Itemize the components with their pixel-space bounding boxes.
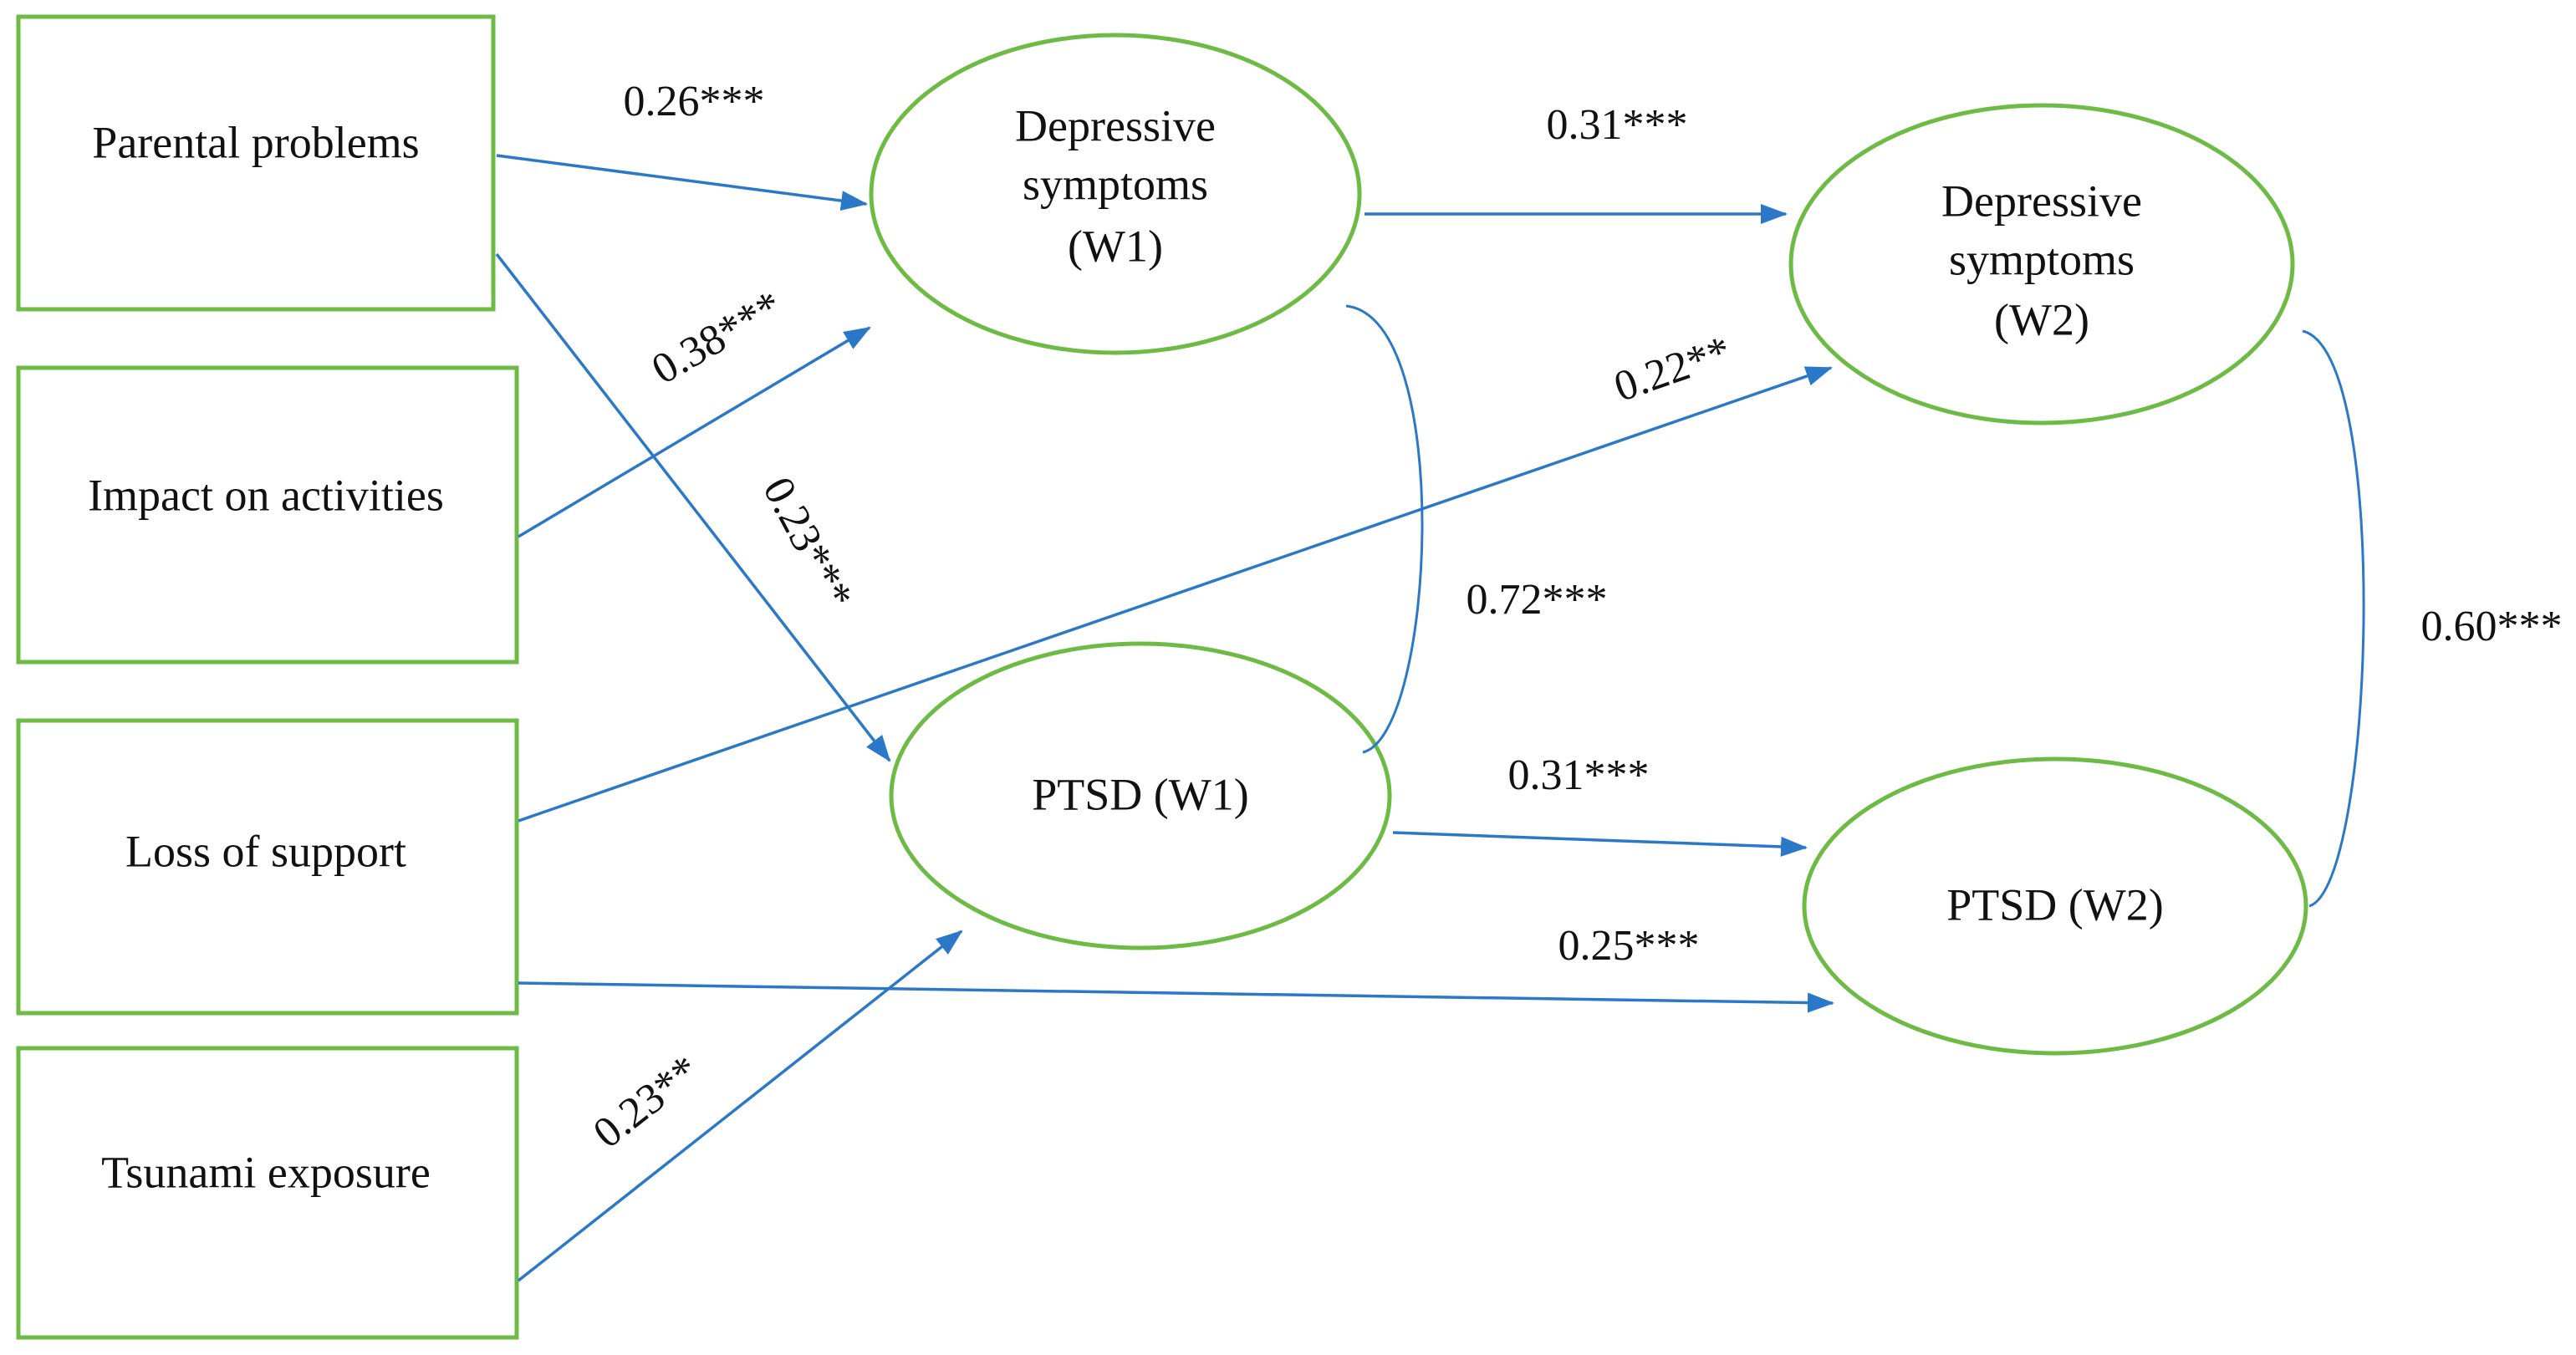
correlation-curve-w1 <box>1345 304 1424 754</box>
correlation-curve-w2 <box>2302 329 2365 908</box>
label-tsunami-exposure: Tsunami exposure <box>101 1147 431 1197</box>
box-loss-of-support: Loss of support <box>16 718 519 1016</box>
dep-w1-line-2: symptoms <box>1023 159 1208 209</box>
arrow-support-to-dep-w2 <box>518 366 1833 823</box>
ptsd-w2-label: PTSD (W2) <box>1946 879 2163 930</box>
dep-w2-line-1: Depressive <box>1941 176 2142 226</box>
dep-w1-line-3: (W1) <box>1068 221 1163 271</box>
dep-w2-line-2: symptoms <box>1949 234 2135 284</box>
arrow-support-to-ptsd-w2 <box>518 981 1834 1013</box>
dep-w2-line-3: (W2) <box>1994 294 2089 344</box>
arrow-ptsd-w1-to-ptsd-w2 <box>1392 831 1808 857</box>
arrow-tsunami-to-ptsd-w1 <box>517 930 963 1282</box>
box-tsunami-exposure: Tsunami exposure <box>16 1046 519 1340</box>
coef-activities-dep-w1: 0.38*** <box>644 282 790 394</box>
arrow-activities-to-dep-w1 <box>518 326 871 538</box>
coef-support-ptsd-w2: 0.25*** <box>1558 922 1700 970</box>
coef-tsunami-ptsd-w1: 0.23** <box>584 1047 708 1158</box>
arrow-parental-to-ptsd-w1 <box>495 252 891 762</box>
label-loss-of-support: Loss of support <box>125 826 406 876</box>
node-depressive-symptoms-w1: Depressive symptoms (W1) <box>869 33 1362 355</box>
coef-support-dep-w2: 0.22** <box>1609 327 1737 410</box>
coef-correlation-w2: 0.60*** <box>2421 603 2563 650</box>
box-impact-on-activities: Impact on activities <box>16 365 519 665</box>
label-impact-on-activities: Impact on activities <box>88 470 444 520</box>
node-ptsd-w1: PTSD (W1) <box>889 641 1392 950</box>
node-depressive-symptoms-w2: Depressive symptoms (W2) <box>1788 103 2295 425</box>
coef-parental-ptsd-w1: 0.23*** <box>753 470 862 617</box>
label-parental-problems: Parental problems <box>92 117 419 167</box>
coef-correlation-w1: 0.72*** <box>1467 576 1608 624</box>
arrow-parental-to-dep-w1 <box>496 154 868 211</box>
node-ptsd-w2: PTSD (W2) <box>1802 756 2308 1056</box>
coef-ptsd-w1-ptsd-w2: 0.31*** <box>1508 751 1650 799</box>
box-parental-problems: Parental problems <box>16 14 496 312</box>
dep-w1-line-1: Depressive <box>1015 100 1216 150</box>
coef-dep-w1-dep-w2: 0.31*** <box>1547 101 1688 149</box>
coef-parental-dep-w1: 0.26*** <box>624 78 765 125</box>
ptsd-w1-label: PTSD (W1) <box>1032 769 1248 819</box>
